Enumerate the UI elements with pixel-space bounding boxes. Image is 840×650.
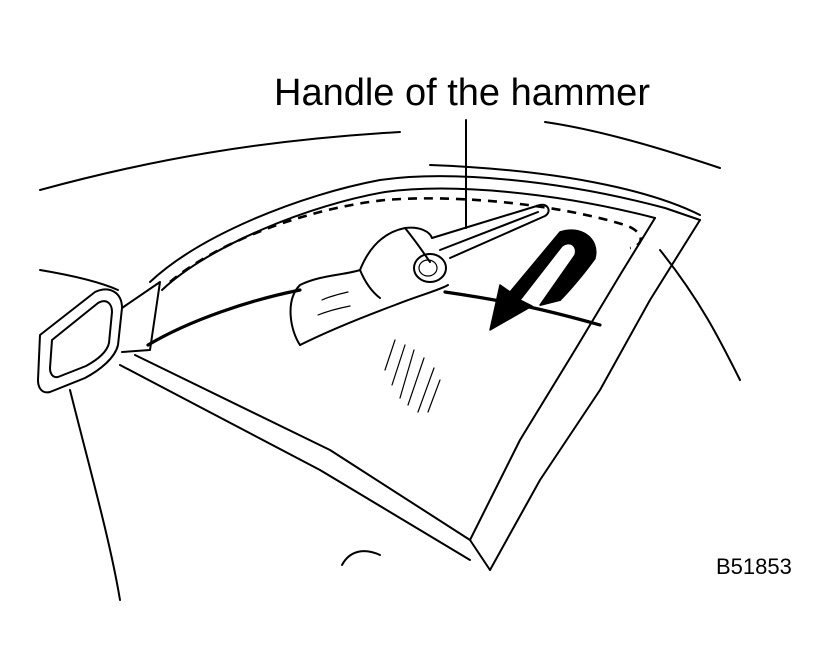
door-handle — [341, 550, 381, 566]
hand-holding-hammer — [289, 203, 550, 346]
glass-reflection-hatch — [384, 339, 441, 413]
hammer-handle-callout: Handle of the hammer — [274, 72, 650, 114]
down-left-arrow-icon — [489, 229, 597, 331]
window-frame — [119, 175, 701, 571]
side-mirror — [37, 281, 161, 394]
glass-edge-dashed-line — [169, 197, 642, 283]
figure-code: B51853 — [716, 554, 792, 579]
car-body-outline — [39, 121, 741, 601]
glass-break-line — [146, 288, 302, 347]
